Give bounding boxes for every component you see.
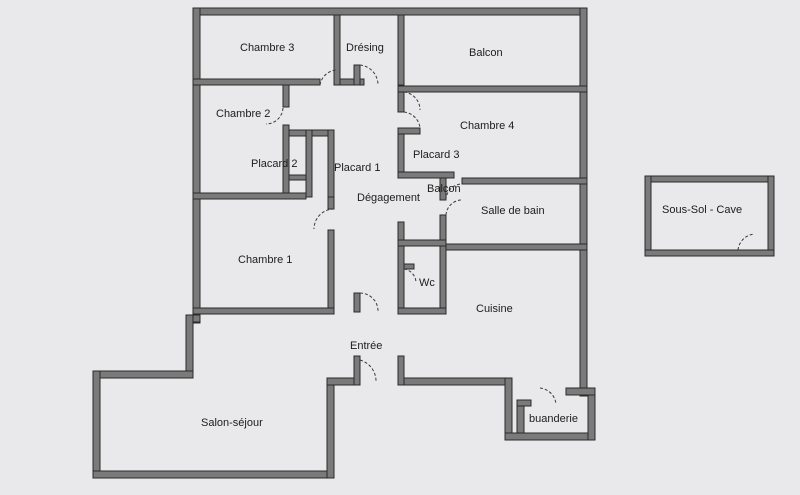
label-balcon-top: Balcon xyxy=(469,47,503,59)
label-salon-sejour: Salon-séjour xyxy=(201,417,263,429)
label-cuisine: Cuisine xyxy=(476,303,513,315)
label-entree: Entrée xyxy=(350,340,382,352)
label-chambre-1: Chambre 1 xyxy=(238,254,292,266)
label-sous-sol-cave: Sous-Sol - Cave xyxy=(662,204,742,216)
label-chambre-2: Chambre 2 xyxy=(216,108,270,120)
label-placard-2: Placard 2 xyxy=(251,158,297,170)
label-placard-1: Placard 1 xyxy=(334,162,380,174)
doors xyxy=(265,64,755,405)
label-placard-3: Placard 3 xyxy=(413,149,459,161)
interior-walls xyxy=(192,14,588,386)
label-wc: Wc xyxy=(419,277,435,289)
label-buanderie: buanderie xyxy=(529,413,578,425)
room-labels: Chambre 3 Drésing Balcon Chambre 2 Chamb… xyxy=(201,42,742,429)
label-dresing: Drésing xyxy=(346,42,384,54)
outer-walls xyxy=(92,7,596,479)
cave-walls xyxy=(644,175,775,257)
label-balcon-small: Balcon xyxy=(427,183,461,195)
label-salle-de-bain: Salle de bain xyxy=(481,205,545,217)
label-degagement: Dégagement xyxy=(357,192,420,204)
label-chambre-3: Chambre 3 xyxy=(240,42,294,54)
label-chambre-4: Chambre 4 xyxy=(460,120,514,132)
